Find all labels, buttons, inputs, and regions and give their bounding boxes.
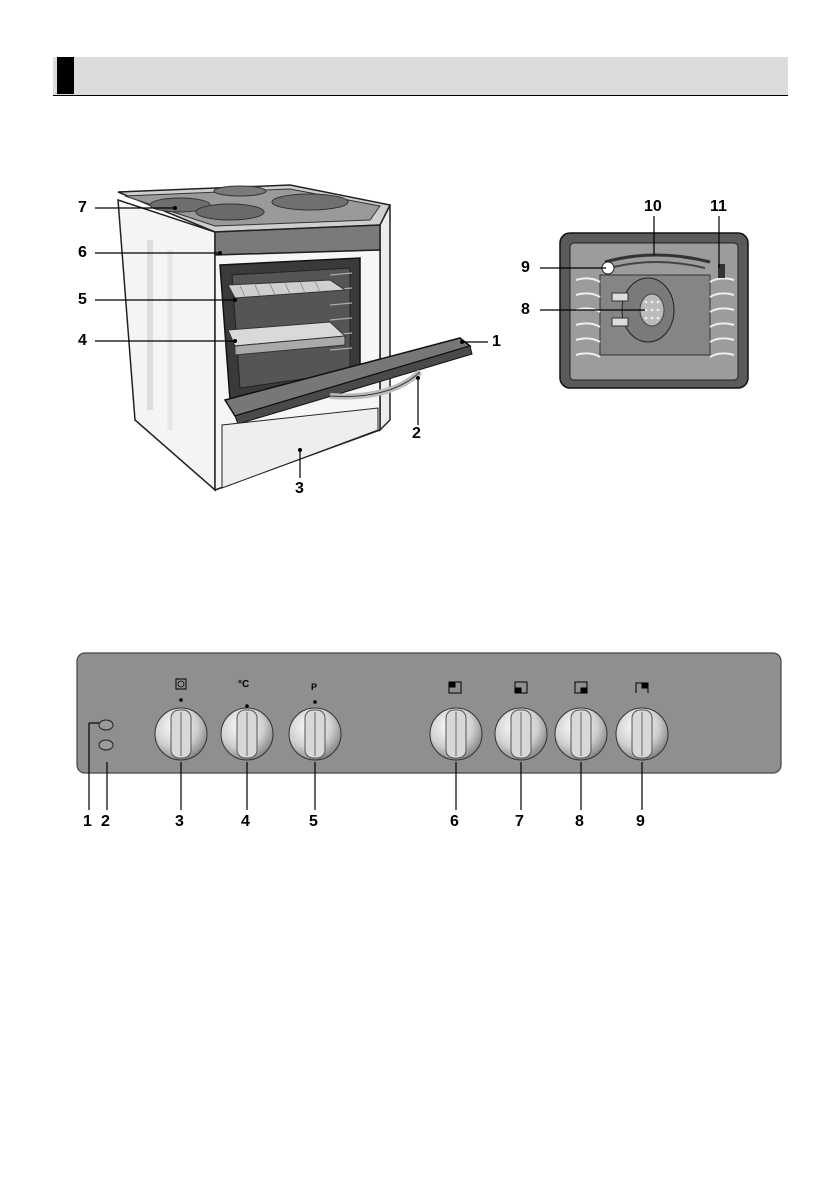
- panel-callout-8: 8: [575, 814, 584, 830]
- panel-callout-4: 4: [241, 814, 250, 830]
- knob-8: [555, 708, 607, 760]
- program-symbol: P: [311, 679, 317, 695]
- knob-6: [430, 708, 482, 760]
- panel-callout-7: 7: [515, 814, 524, 830]
- knob-4: [221, 708, 273, 760]
- knob-5: [289, 708, 341, 760]
- knob-7: [495, 708, 547, 760]
- panel-callout-9: 9: [636, 814, 645, 830]
- panel-callout-3: 3: [175, 814, 184, 830]
- knob-9: [616, 708, 668, 760]
- knob-3: [155, 708, 207, 760]
- panel-callout-6: 6: [450, 814, 459, 830]
- panel-callout-2: 2: [101, 814, 110, 830]
- panel-callout-1: 1: [83, 814, 92, 830]
- panel-callout-5: 5: [309, 814, 318, 830]
- temperature-symbol: °C: [238, 677, 249, 693]
